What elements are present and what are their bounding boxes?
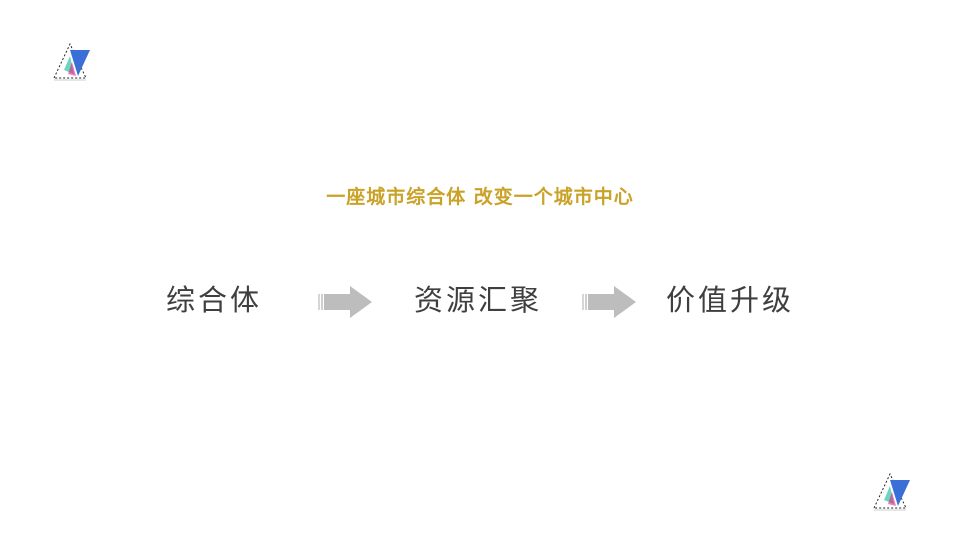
logo-top-left	[50, 40, 94, 84]
headline: 一座城市综合体 改变一个城市中心	[326, 186, 634, 208]
step-resource-gathering: 资源汇聚	[414, 283, 543, 317]
triangle-logo-icon	[53, 42, 90, 81]
arrow-right-icon	[318, 284, 374, 320]
arrow-right-icon	[582, 284, 638, 320]
triangle-logo-icon	[873, 472, 910, 511]
step-value-upgrade: 价值升级	[666, 283, 795, 317]
logo-bottom-right	[870, 470, 914, 514]
step-complex: 综合体	[166, 283, 263, 317]
